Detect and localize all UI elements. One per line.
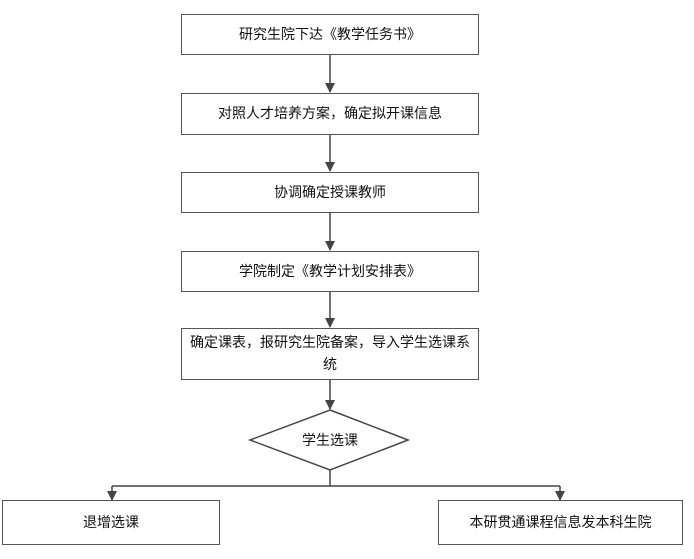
step-2-box: 对照人才培养方案，确定拟开课信息 [181, 93, 479, 135]
step-1-box: 研究生院下达《教学任务书》 [181, 14, 479, 55]
step-1-label: 研究生院下达《教学任务书》 [239, 26, 421, 43]
step-5-box: 确定课表，报研究生院备案，导入学生选课系统 [181, 328, 479, 380]
outcome-right-box: 本研贯通课程信息发本科生院 [438, 500, 683, 545]
outcome-left-box: 退增选课 [2, 500, 220, 545]
step-3-label: 协调确定授课教师 [274, 184, 386, 201]
step-2-label: 对照人才培养方案，确定拟开课信息 [218, 106, 442, 122]
step-5-label: 确定课表，报研究生院备案，导入学生选课系统 [190, 335, 470, 373]
step-4-label: 学院制定《教学计划安排表》 [239, 263, 421, 280]
step-4-box: 学院制定《教学计划安排表》 [181, 251, 479, 292]
step-3-box: 协调确定授课教师 [181, 172, 479, 213]
decision-label: 学生选课 [302, 433, 358, 449]
outcome-left-label: 退增选课 [83, 514, 139, 531]
outcome-right-label: 本研贯通课程信息发本科生院 [469, 514, 652, 531]
